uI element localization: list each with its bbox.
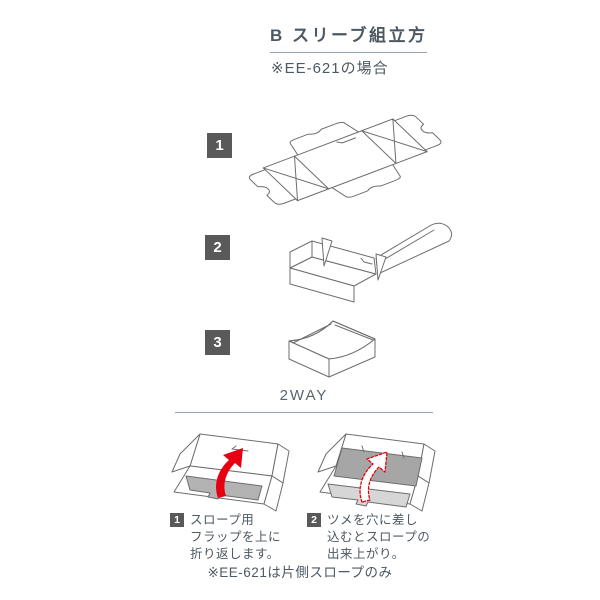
left-wing	[317, 433, 347, 473]
slope-tab-marks	[361, 445, 405, 459]
caption-1-line-3: 折り返します。	[190, 547, 280, 561]
step-2-badge: 2	[205, 235, 230, 260]
step-3-badge: 3	[205, 330, 230, 355]
caption-2-line-1: ツメを穴に差し	[327, 513, 419, 527]
tab-insert-illustration	[317, 433, 436, 512]
red-dotted-arrow-icon	[359, 451, 388, 503]
flat-panel	[375, 222, 453, 275]
header: B スリーブ組立方	[270, 21, 428, 53]
caption-2-text: ツメを穴に差し 込むとスロープの 出来上がり。	[327, 512, 430, 563]
model-note: ※EE-621の場合	[271, 60, 389, 77]
caption-1-badge: 1	[170, 513, 184, 527]
caption-2-line-3: 出来上がり。	[327, 547, 405, 561]
caption-2-badge: 2	[307, 513, 321, 527]
caption-1-text: スロープ用 フラップを上に 折り返します。	[190, 512, 281, 563]
caption-2-line-2: 込むとスロープの	[327, 530, 431, 544]
front-right-wall	[328, 338, 376, 378]
half-folded-diagram	[289, 222, 453, 303]
tab-slot-mark	[360, 257, 373, 265]
gusset-triangle-left	[321, 237, 333, 267]
fold-lines	[263, 119, 427, 201]
front-right-edge	[409, 475, 430, 512]
slope-flap-illustration	[171, 433, 290, 512]
gusset-diagonals	[263, 119, 427, 201]
two-way-divider	[175, 412, 433, 413]
caption-step-2: 2 ツメを穴に差し 込むとスロープの 出来上がり。	[307, 512, 430, 563]
footnote: ※EE-621は片側スロープのみ	[207, 565, 393, 580]
caption-step-1: 1 スロープ用 フラップを上に 折り返します。	[170, 512, 281, 563]
step-1-badge: 1	[207, 133, 232, 158]
front-wall	[289, 267, 355, 303]
gusset-triangle-right	[375, 253, 387, 281]
caption-1-line-2: フラップを上に	[190, 530, 282, 544]
tab-slot-mark	[337, 136, 356, 144]
flat-template-diagram	[228, 98, 468, 222]
flat-panel-fold	[379, 229, 435, 263]
caption-1-line-1: スロープ用	[190, 513, 255, 527]
template-outline	[233, 100, 458, 219]
assembled-tray-diagram	[288, 320, 376, 378]
page-title: B スリーブ組立方	[270, 21, 428, 53]
two-way-label: 2WAY	[279, 387, 329, 404]
left-wing	[171, 433, 201, 473]
red-curved-arrow-icon	[216, 448, 243, 498]
front-right-edge	[263, 475, 284, 512]
back-dip-edge	[288, 320, 334, 342]
